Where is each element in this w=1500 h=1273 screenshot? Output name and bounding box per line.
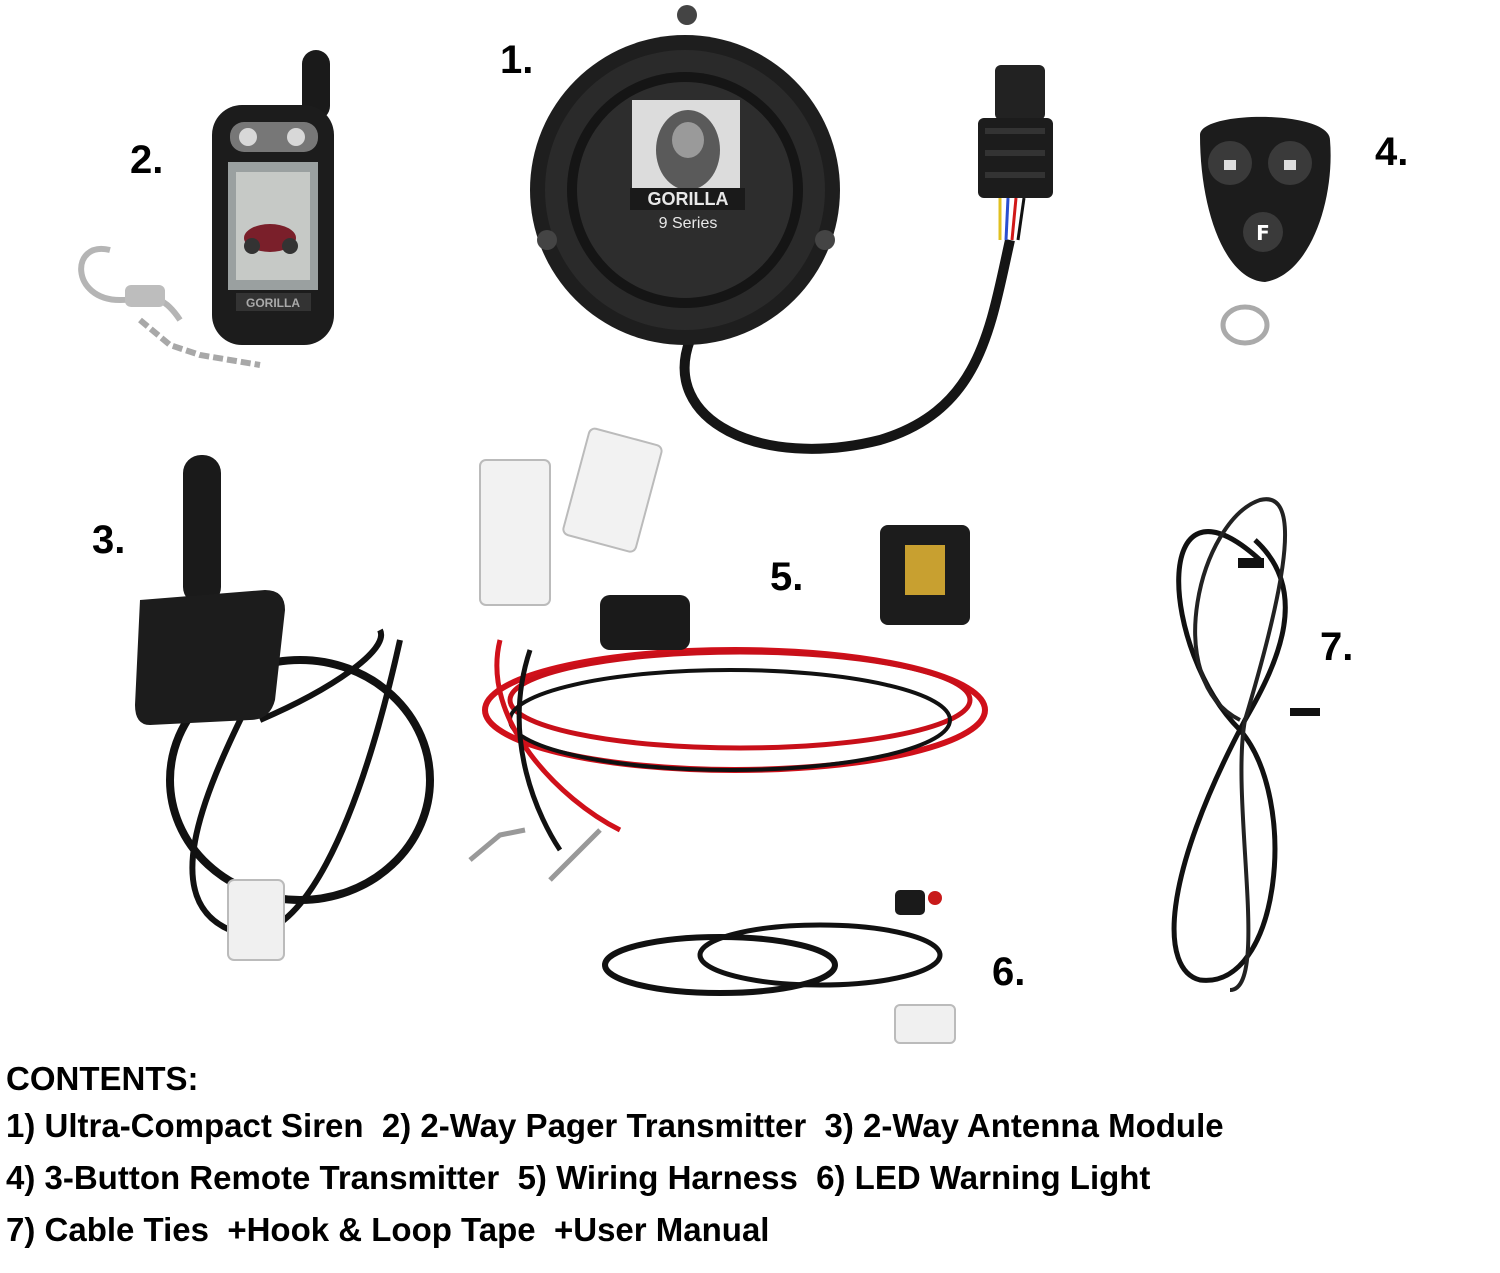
siren-unit: GORILLA 9 Series: [530, 5, 1053, 454]
contents-line-1: 1) Ultra-Compact Siren 2) 2-Way Pager Tr…: [6, 1107, 1224, 1144]
cable-ties: [1171, 497, 1320, 992]
product-photo: GORILLA 9 Series GORILLA F: [78, 5, 1331, 1044]
siren-brand-text: GORILLA: [648, 189, 729, 209]
label-2: 2.: [130, 138, 164, 182]
label-1: 1.: [500, 38, 534, 82]
remote-f-button-text: F: [1256, 221, 1270, 245]
pager-brand-text: GORILLA: [246, 296, 300, 310]
pager-transmitter: GORILLA: [78, 50, 334, 368]
antenna-module: [135, 455, 434, 961]
remote-transmitter: F: [1200, 116, 1331, 346]
contents-line-2: 4) 3-Button Remote Transmitter 5) Wiring…: [6, 1159, 1151, 1196]
contents-line-3: 7) Cable Ties +Hook & Loop Tape +User Ma…: [6, 1211, 770, 1248]
label-4: 4.: [1375, 130, 1409, 174]
contents-block: CONTENTS: 1) Ultra-Compact Siren 2) 2-Wa…: [6, 1062, 1496, 1265]
label-5: 5.: [770, 555, 804, 599]
contents-heading: CONTENTS:: [6, 1060, 199, 1097]
siren-series-text: 9 Series: [659, 215, 718, 232]
label-7: 7.: [1320, 625, 1354, 669]
wiring-harness: [468, 427, 988, 882]
led-warning-light: [602, 890, 956, 1044]
label-3: 3.: [92, 518, 126, 562]
label-6: 6.: [992, 950, 1026, 994]
